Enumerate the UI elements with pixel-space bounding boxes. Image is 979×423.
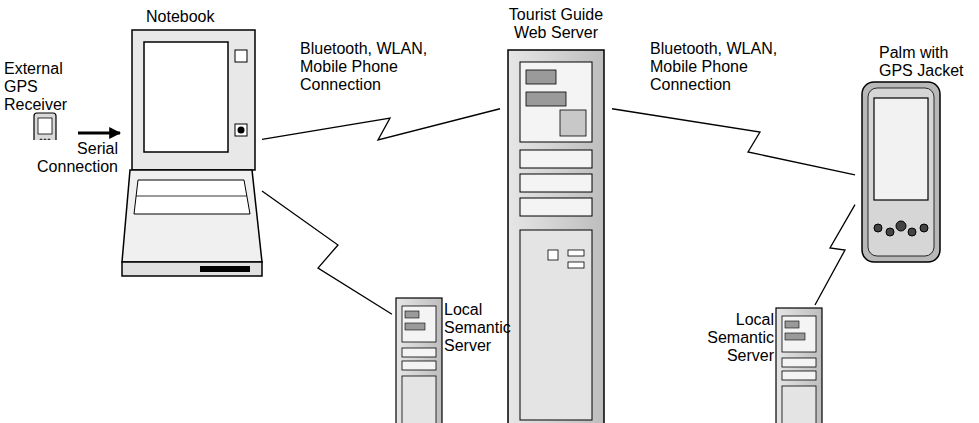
web-server: Tourist Guide Web Server bbox=[500, 4, 612, 423]
node-label: Local Semantic Server bbox=[700, 311, 774, 365]
wireless-link bbox=[815, 205, 855, 305]
semantic-server: Local Semantic Server bbox=[700, 305, 825, 423]
notebook-icon bbox=[122, 30, 262, 276]
node-label: Notebook bbox=[146, 8, 246, 26]
connection-label: Bluetooth, WLAN, Mobile Phone Connection bbox=[650, 40, 810, 94]
connection-label: Serial Connection bbox=[28, 140, 118, 176]
wireless-link bbox=[262, 109, 500, 140]
node-label: External GPS Receiver bbox=[4, 60, 76, 114]
palm-device: Palm with GPS Jacket bbox=[855, 44, 977, 264]
connection-label: Bluetooth, WLAN, Mobile Phone Connection bbox=[300, 40, 460, 94]
web-server-tower bbox=[508, 50, 604, 423]
node-label: Palm with GPS Jacket bbox=[879, 44, 974, 80]
gps-receiver: External GPS Receiver bbox=[2, 58, 78, 153]
semantic-server-tower bbox=[396, 298, 442, 423]
wireless-link bbox=[612, 109, 855, 175]
notebook: Notebook bbox=[120, 6, 262, 278]
semantic-server-tower bbox=[776, 308, 822, 423]
wireless-link bbox=[262, 191, 392, 314]
semantic-server: Local Semantic Server bbox=[392, 295, 520, 423]
node-label: Tourist Guide Web Server bbox=[500, 6, 612, 42]
serial-arrow bbox=[78, 132, 120, 135]
node-label: Local Semantic Server bbox=[444, 301, 520, 355]
palm-device-icon bbox=[862, 82, 940, 262]
